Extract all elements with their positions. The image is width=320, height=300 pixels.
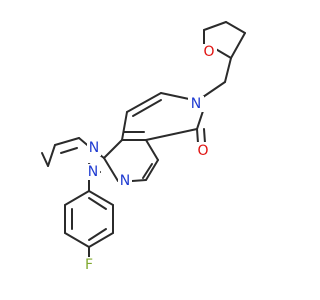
- atom-label-n-pyrazole: N: [88, 164, 98, 180]
- bond: [145, 159, 159, 181]
- atom-label-n-pyrimidine: N: [120, 173, 130, 189]
- structure-drawing: N N N N O O F: [41, 21, 246, 273]
- bond: [64, 190, 90, 206]
- bond: [88, 232, 114, 248]
- bond: [121, 111, 128, 141]
- bond: [145, 139, 159, 161]
- bond: [88, 197, 107, 210]
- atom-label-layer: N N N N O O F: [82, 44, 217, 273]
- bond: [132, 99, 162, 117]
- atom-label-o-thf: O: [203, 44, 214, 60]
- label-backdrop: [201, 44, 217, 60]
- bond: [225, 21, 246, 34]
- bond: [142, 163, 153, 179]
- label-backdrop: [82, 257, 96, 273]
- bond: [41, 152, 49, 167]
- bond: [88, 190, 114, 206]
- bond: [230, 32, 246, 59]
- bond: [54, 137, 80, 146]
- bond: [126, 92, 162, 113]
- atom-label-n-pyridone: N: [191, 96, 201, 112]
- bond: [145, 128, 198, 141]
- label-backdrop: [87, 140, 101, 156]
- bond: [196, 110, 204, 130]
- label-backdrop: [118, 172, 132, 188]
- molecule-canvas: N N N N O O F: [41, 21, 246, 273]
- bond: [60, 147, 78, 154]
- bond: [64, 232, 90, 248]
- bond: [103, 157, 119, 182]
- bond: [131, 179, 147, 182]
- bond: [196, 128, 199, 144]
- atom-label-o-carbonyl: O: [197, 143, 208, 159]
- bond: [47, 144, 56, 167]
- bond: [103, 139, 123, 159]
- bond: [203, 128, 206, 144]
- bond: [203, 21, 227, 31]
- bond: [160, 92, 190, 100]
- bond-layer: [41, 21, 246, 259]
- atom-label-f-aryl: F: [85, 257, 93, 273]
- bond: [88, 228, 107, 241]
- label-backdrop: [196, 142, 212, 158]
- atom-label-n-bridge: N: [89, 140, 99, 156]
- label-backdrop: [86, 164, 100, 180]
- bond: [224, 57, 232, 83]
- bond: [202, 81, 226, 98]
- label-backdrop: [188, 96, 204, 112]
